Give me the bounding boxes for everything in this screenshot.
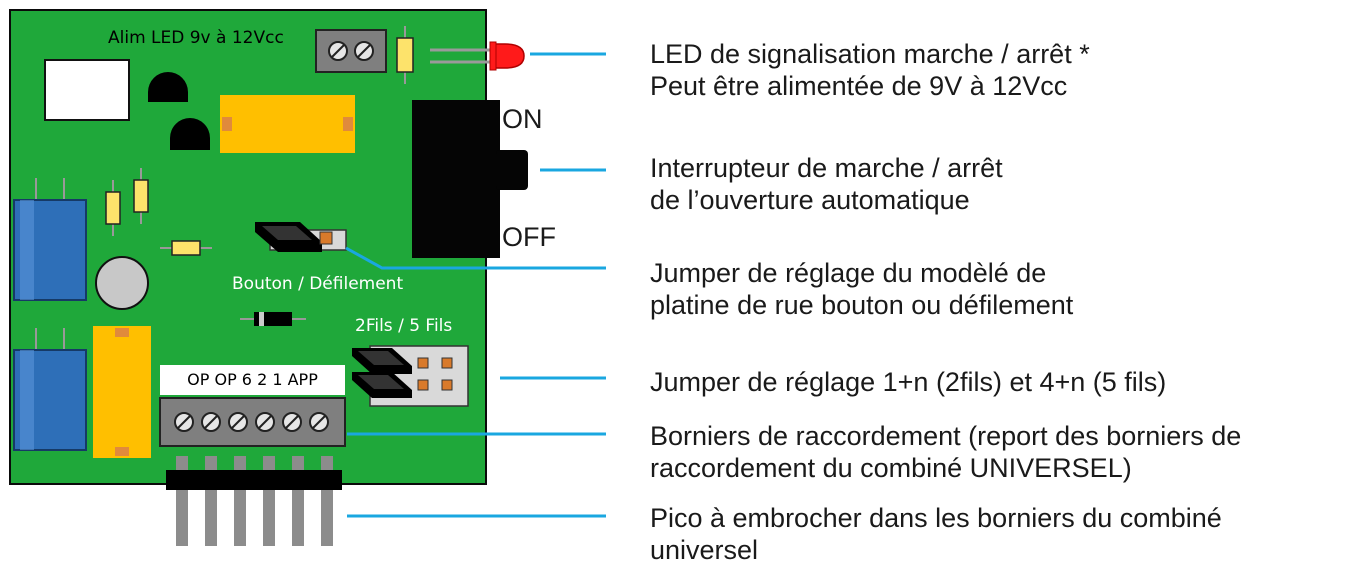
annotation-jumper-modele-line-2: platine de rue bouton ou défilement — [650, 290, 1074, 320]
switch-off-label: OFF — [502, 222, 556, 252]
annotation-borniers-line-1: Borniers de raccordement (report des bor… — [650, 421, 1242, 451]
terminal-screws — [174, 412, 329, 432]
annotation-pico-line-2: universel — [650, 535, 759, 565]
annotation-jumper-fils-line-1: Jumper de réglage 1+n (2fils) et 4+n (5 … — [650, 367, 1167, 397]
led-body — [492, 43, 525, 69]
annotation-led-line-1: LED de signalisation marche / arrêt * — [650, 39, 1090, 69]
annotation-jumper-modele: Jumper de réglage du modèlé de platine d… — [650, 257, 1073, 321]
annotation-led-line-2: Peut être alimentée de 9V à 12Vcc — [650, 71, 1068, 101]
annotation-borniers: Borniers de raccordement (report des bor… — [650, 420, 1241, 484]
relay-top — [220, 95, 355, 153]
resistor-left-2 — [133, 179, 149, 213]
resistor-led — [396, 37, 414, 73]
white-component — [44, 59, 130, 121]
pin-header-bar — [166, 470, 342, 490]
resistor-left-1 — [105, 191, 121, 225]
jumper-bouton-label: Bouton / Défilement — [232, 274, 404, 294]
annotation-pico-line-1: Pico à embrocher dans les borniers du co… — [650, 503, 1222, 533]
annotation-interrupteur-line-2: de l’ouverture automatique — [650, 185, 970, 215]
jumper-fils-label: 2Fils / 5 Fils — [355, 316, 453, 336]
annotation-borniers-line-2: raccordement du combiné UNIVERSEL) — [650, 453, 1132, 483]
annotation-jumper-fils: Jumper de réglage 1+n (2fils) et 4+n (5 … — [650, 366, 1166, 398]
slide-switch-knob — [496, 150, 528, 190]
annotation-jumper-modele-line-1: Jumper de réglage du modèlé de — [650, 258, 1047, 288]
relay-bottom — [93, 326, 151, 458]
transistor-2 — [170, 118, 210, 150]
power-label: Alim LED 9v à 12Vcc — [108, 28, 284, 48]
power-terminal-block — [315, 29, 387, 73]
switch-on-label: ON — [502, 104, 543, 134]
annotation-interrupteur: Interrupteur de marche / arrêt de l’ouve… — [650, 152, 1003, 216]
transistor-1 — [148, 72, 188, 102]
annotation-pico: Pico à embrocher dans les borniers du co… — [650, 502, 1222, 566]
round-component — [95, 256, 149, 310]
annotation-led: LED de signalisation marche / arrêt * Pe… — [650, 38, 1090, 102]
leader-lines — [345, 52, 606, 518]
slide-switch-body — [412, 100, 500, 258]
terminal-labels: OP OP 6 2 1 APP — [160, 365, 345, 395]
annotation-interrupteur-line-1: Interrupteur de marche / arrêt — [650, 153, 1003, 183]
resistor-horizontal — [171, 240, 201, 256]
